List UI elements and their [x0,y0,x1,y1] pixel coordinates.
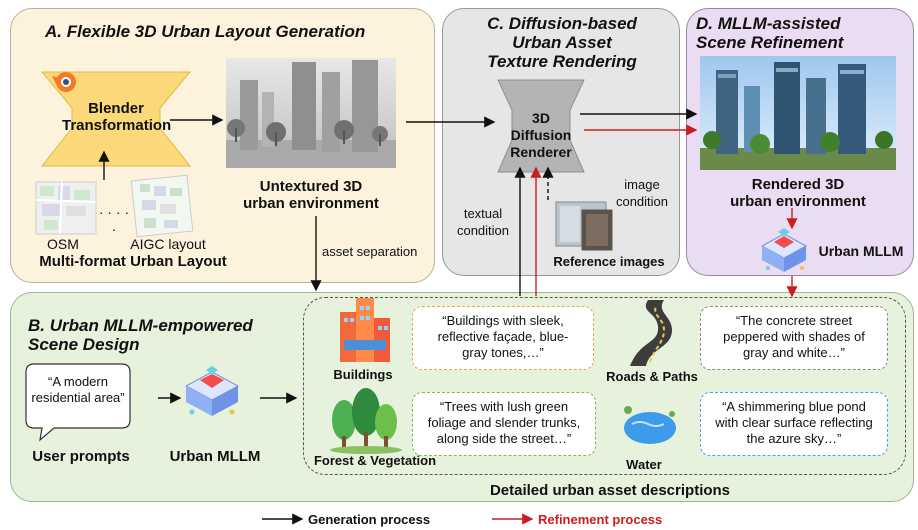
panel-b-title: B. Urban MLLM-empowered Scene Design [28,316,253,354]
untextured-label-line2: urban environment [243,195,379,212]
rendered-label-line2: urban environment [730,193,866,210]
forest-desc-line2: foliage and slender trunks, [427,415,581,430]
renderer-label: 3D Diffusion Renderer [504,110,578,161]
legend-generation: Generation process [308,512,431,527]
user-prompt-quote-line2: residential area” [31,390,125,405]
roads-desc-line1: “The concrete street [735,313,853,328]
rendered-label-line1: Rendered 3D [751,176,845,193]
panel-c-title-line2: Urban Asset [512,33,612,52]
forest-description: “Trees with lush green foliage and slend… [412,392,596,456]
panel-c-title-line1: C. Diffusion-based [487,14,637,33]
blender-label: Blender Transformation [62,100,172,134]
osm-label: OSM [47,236,79,252]
roads-description: “The concrete street peppered with shade… [700,306,888,370]
water-description: “A shimmering blue pond with clear surfa… [700,392,888,456]
panel-c-title-line3: Texture Rendering [487,52,637,71]
blender-logo-icon [52,72,76,92]
untextured-label-line1: Untextured 3D [259,178,363,195]
buildings-desc-line1: “Buildings with sleek, [442,313,564,328]
blender-label-line2: Transformation [62,117,172,134]
forest-icon [330,388,402,454]
buildings-description: “Buildings with sleek, reflective façade… [412,306,594,370]
user-prompts-label: User prompts [32,448,130,465]
panel-c-title: C. Diffusion-based Urban Asset Texture R… [452,14,672,71]
buildings-desc-line3: gray tones,…” [462,345,544,360]
buildings-desc-line2: reflective façade, blue- [437,329,569,344]
textual-condition-line1: textual [463,206,503,221]
user-prompt-quote-line1: “A modern [48,374,108,389]
detailed-descriptions-caption: Detailed urban asset descriptions [489,482,731,499]
reference-images-thumbnail [555,201,613,251]
urban-mllm-d-label: Urban MLLM [818,243,904,259]
forest-desc-line3: along side the street…” [436,431,572,446]
image-condition-label: image condition [610,176,674,210]
blender-transform-shape [40,71,192,167]
user-prompt-bubble [25,363,131,442]
aigc-layout-thumbnail [130,174,194,238]
renderer-label-line2: Renderer [510,144,572,160]
urban-mllm-icon-d [760,228,808,272]
roads-desc-line3: gray and white…” [743,345,845,360]
water-icon [624,406,676,444]
blender-label-line1: Blender [88,100,144,117]
panel-d-title: D. MLLM-assisted Scene Refinement [696,14,843,52]
legend-refinement: Refinement process [538,512,663,527]
water-label: Water [626,457,662,472]
forest-label: Forest & Vegetation [313,453,437,468]
asset-separation-label: asset separation [322,244,418,259]
image-condition-line1: image [624,177,660,192]
water-desc-line3: the azure sky…” [746,431,842,446]
panel-a-title: A. Flexible 3D Urban Layout Generation [45,22,366,41]
roads-label: Roads & Paths [606,369,698,384]
water-desc-line2: with clear surface reflecting [715,415,873,430]
diffusion-renderer-shape [497,79,585,173]
user-prompt-quote: “A modern residential area” [28,374,128,406]
water-desc-line1: “A shimmering blue pond [722,399,866,414]
osm-map-thumbnail [35,181,97,235]
untextured-scene-image [226,58,396,168]
multiformat-label: Multi-format Urban Layout [39,253,227,270]
urban-mllm-b-label: Urban MLLM [169,448,261,465]
textual-condition-label: textual condition [450,205,516,239]
roads-desc-line2: peppered with shades of [723,329,865,344]
panel-b-title-line1: B. Urban MLLM-empowered [28,316,253,335]
aigc-label: AIGC layout [130,236,206,252]
untextured-label: Untextured 3D urban environment [226,178,396,212]
forest-desc-line1: “Trees with lush green [439,399,569,414]
panel-d-title-line2: Scene Refinement [696,33,844,52]
panel-b-title-line2: Scene Design [28,335,140,354]
rendered-label: Rendered 3D urban environment [702,176,894,210]
image-condition-line2: condition [615,194,669,209]
layout-dots: · · · · · [98,204,130,237]
renderer-label-line1: 3D Diffusion [510,110,572,143]
buildings-label: Buildings [333,367,393,382]
textual-condition-line2: condition [456,223,510,238]
rendered-scene-image [700,56,896,170]
reference-images-label: Reference images [553,254,665,269]
urban-mllm-icon-b [184,366,240,416]
assets-dashed-box [303,297,906,475]
buildings-icon [340,298,390,362]
roads-icon [630,300,672,366]
panel-d-title-line1: D. MLLM-assisted [696,14,841,33]
